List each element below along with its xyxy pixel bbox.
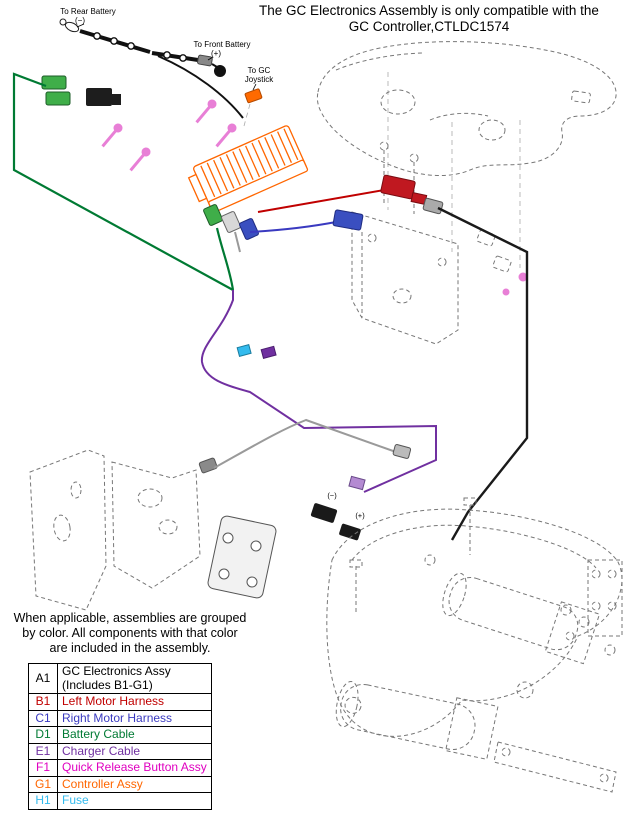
legend-row-f1: F1 Quick Release Button Assy [28, 759, 212, 777]
page-title: The GC Electronics Assembly is only comp… [230, 3, 628, 35]
construction-lines [387, 72, 521, 268]
title-line-2: GC Controller,CTLDC1574 [348, 19, 510, 34]
legend-code: G1 [28, 775, 58, 793]
legend-row-g1: G1 Controller Assy [28, 775, 212, 793]
legend-label: Left Motor Harness [57, 693, 212, 711]
legend-label: Controller Assy [57, 775, 212, 793]
controller-plugs [203, 204, 259, 253]
left-motor-harness [257, 174, 428, 213]
legend-label: Quick Release Button Assy [57, 759, 212, 777]
battery-cable-chain [79, 29, 244, 119]
note-line-3: are included in the assembly. [49, 641, 211, 655]
battery-connectors [41, 75, 121, 106]
charger-minus-sign: (−) [327, 491, 337, 500]
title-line-1: The GC Electronics Assembly is only comp… [259, 3, 599, 18]
rear-battery-label: To Rear Battery [60, 7, 116, 16]
note-line-2: by color. All components with that color [22, 626, 238, 640]
legend-row-d1: D1 Battery Cable [28, 726, 212, 744]
callout-front-battery: To Front Battery (+) [194, 40, 251, 61]
charger-inline-connector [348, 475, 366, 491]
joystick-leader [243, 103, 251, 127]
legend-code: C1 [28, 709, 58, 727]
charger-plus-sign: (+) [355, 511, 365, 520]
color-grouping-note: When applicable, assemblies are grouped … [4, 611, 256, 656]
right-motor-harness [249, 209, 364, 233]
legend-label: Right Motor Harness [57, 709, 212, 727]
rear-battery-connector [59, 18, 80, 33]
legend-label: Battery Cable [57, 726, 212, 744]
legend-code: A1 [28, 663, 58, 694]
callout-rear-battery: To Rear Battery (−) [60, 7, 116, 28]
legend-row-a1: A1 GC Electronics Assy (Includes B1-G1) [28, 663, 212, 694]
motor-power-wire [422, 197, 529, 541]
note-line-1: When applicable, assemblies are grouped [13, 611, 247, 625]
legend-row-h1: H1 Fuse [28, 792, 212, 810]
legend-table: A1 GC Electronics Assy (Includes B1-G1) … [28, 663, 212, 810]
rear-battery-sign: (−) [75, 16, 85, 25]
joystick-label-2: Joystick [245, 75, 274, 84]
mounting-plate [207, 515, 277, 599]
legend-row-c1: C1 Right Motor Harness [28, 709, 212, 727]
front-battery-label: To Front Battery [194, 40, 251, 49]
battery-cable-wire [12, 72, 235, 291]
charger-port: (−) (+) [310, 491, 365, 541]
legend-label: GC Electronics Assy [62, 664, 171, 678]
joystick-label-1: To GC [248, 66, 271, 75]
front-battery-sign: (+) [211, 49, 221, 58]
legend-label-2: (Includes B1-G1) [62, 677, 153, 692]
joystick-connector [244, 88, 263, 104]
screw-set-pink [101, 99, 528, 296]
legend-label: Fuse [57, 792, 212, 810]
legend-row-e1: E1 Charger Cable [28, 742, 212, 760]
legend-code: E1 [28, 742, 58, 760]
charger-cable-wire [200, 290, 437, 493]
legend-code: B1 [28, 693, 58, 711]
gc-controller [187, 125, 309, 213]
legend-code: H1 [28, 792, 58, 810]
motor-assembly-outline [326, 497, 623, 793]
controller-shroud-outline [316, 41, 617, 177]
legend-code: D1 [28, 726, 58, 744]
fuse [236, 343, 252, 357]
callout-joystick: To GC Joystick [245, 66, 274, 91]
left-bracket-plates [29, 449, 201, 611]
legend-row-b1: B1 Left Motor Harness [28, 693, 212, 711]
legend-label-cell: GC Electronics Assy (Includes B1-G1) [57, 663, 212, 694]
front-battery-connector [197, 54, 226, 77]
inhibit-wire-gray [198, 418, 412, 474]
charger-plug [260, 345, 277, 359]
legend-code: F1 [28, 759, 58, 777]
legend-label: Charger Cable [57, 742, 212, 760]
mounting-bracket-outline [351, 141, 512, 345]
